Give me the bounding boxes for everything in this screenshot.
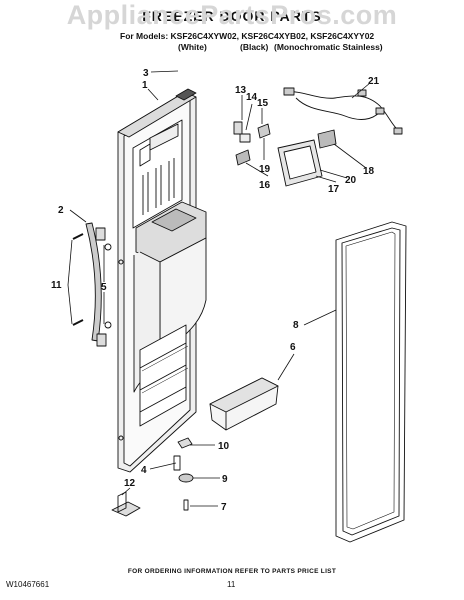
control-parts — [233, 121, 271, 166]
callout-9: 9 — [222, 474, 228, 485]
variant-black: (Black) — [240, 42, 269, 52]
door-bin — [209, 377, 279, 431]
door-liner — [117, 88, 207, 473]
callout-11: 11 — [51, 280, 62, 291]
callout-18: 18 — [363, 166, 375, 177]
callout-6: 6 — [290, 342, 296, 353]
callout-1: 1 — [142, 80, 148, 91]
callout-19: 19 — [259, 164, 271, 175]
callout-4: 4 — [141, 465, 147, 476]
handle-screws — [72, 233, 112, 329]
door-handle — [85, 222, 107, 347]
ordering-note: FOR ORDERING INFORMATION REFER TO PARTS … — [127, 568, 337, 575]
hinge-assembly — [111, 437, 194, 517]
wire-harness — [283, 87, 403, 135]
page-number: 11 — [227, 580, 236, 589]
dispenser-housing — [277, 129, 337, 187]
model-list: For Models: KSF26C4XYW02, KSF26C4XYB02, … — [120, 31, 375, 41]
leader-lines — [67, 70, 371, 507]
page-title: FREEZER DOOR PARTS — [142, 8, 322, 24]
callout-13: 13 — [235, 85, 247, 96]
callout-10: 10 — [218, 441, 230, 452]
callout-21: 21 — [368, 76, 380, 87]
document-id: W10467661 — [6, 580, 50, 589]
callout-2: 2 — [58, 205, 64, 216]
watermark: AppliancePartsPros.com — [66, 0, 398, 30]
callout-16: 16 — [259, 180, 271, 191]
variant-stainless: (Monochromatic Stainless) — [274, 42, 383, 52]
callout-5: 5 — [101, 282, 107, 293]
callout-17: 17 — [328, 184, 340, 195]
callout-labels: 3 1 2 11 5 8 6 10 4 9 7 12 13 14 15 19 1… — [51, 68, 380, 513]
callout-3: 3 — [143, 68, 149, 79]
callout-12: 12 — [124, 478, 136, 489]
callout-8: 8 — [293, 320, 299, 331]
callout-14: 14 — [246, 92, 258, 103]
callout-20: 20 — [345, 175, 357, 186]
callout-7: 7 — [221, 502, 227, 513]
callout-15: 15 — [257, 98, 269, 109]
variant-white: (White) — [178, 42, 207, 52]
door-gasket — [335, 221, 407, 543]
